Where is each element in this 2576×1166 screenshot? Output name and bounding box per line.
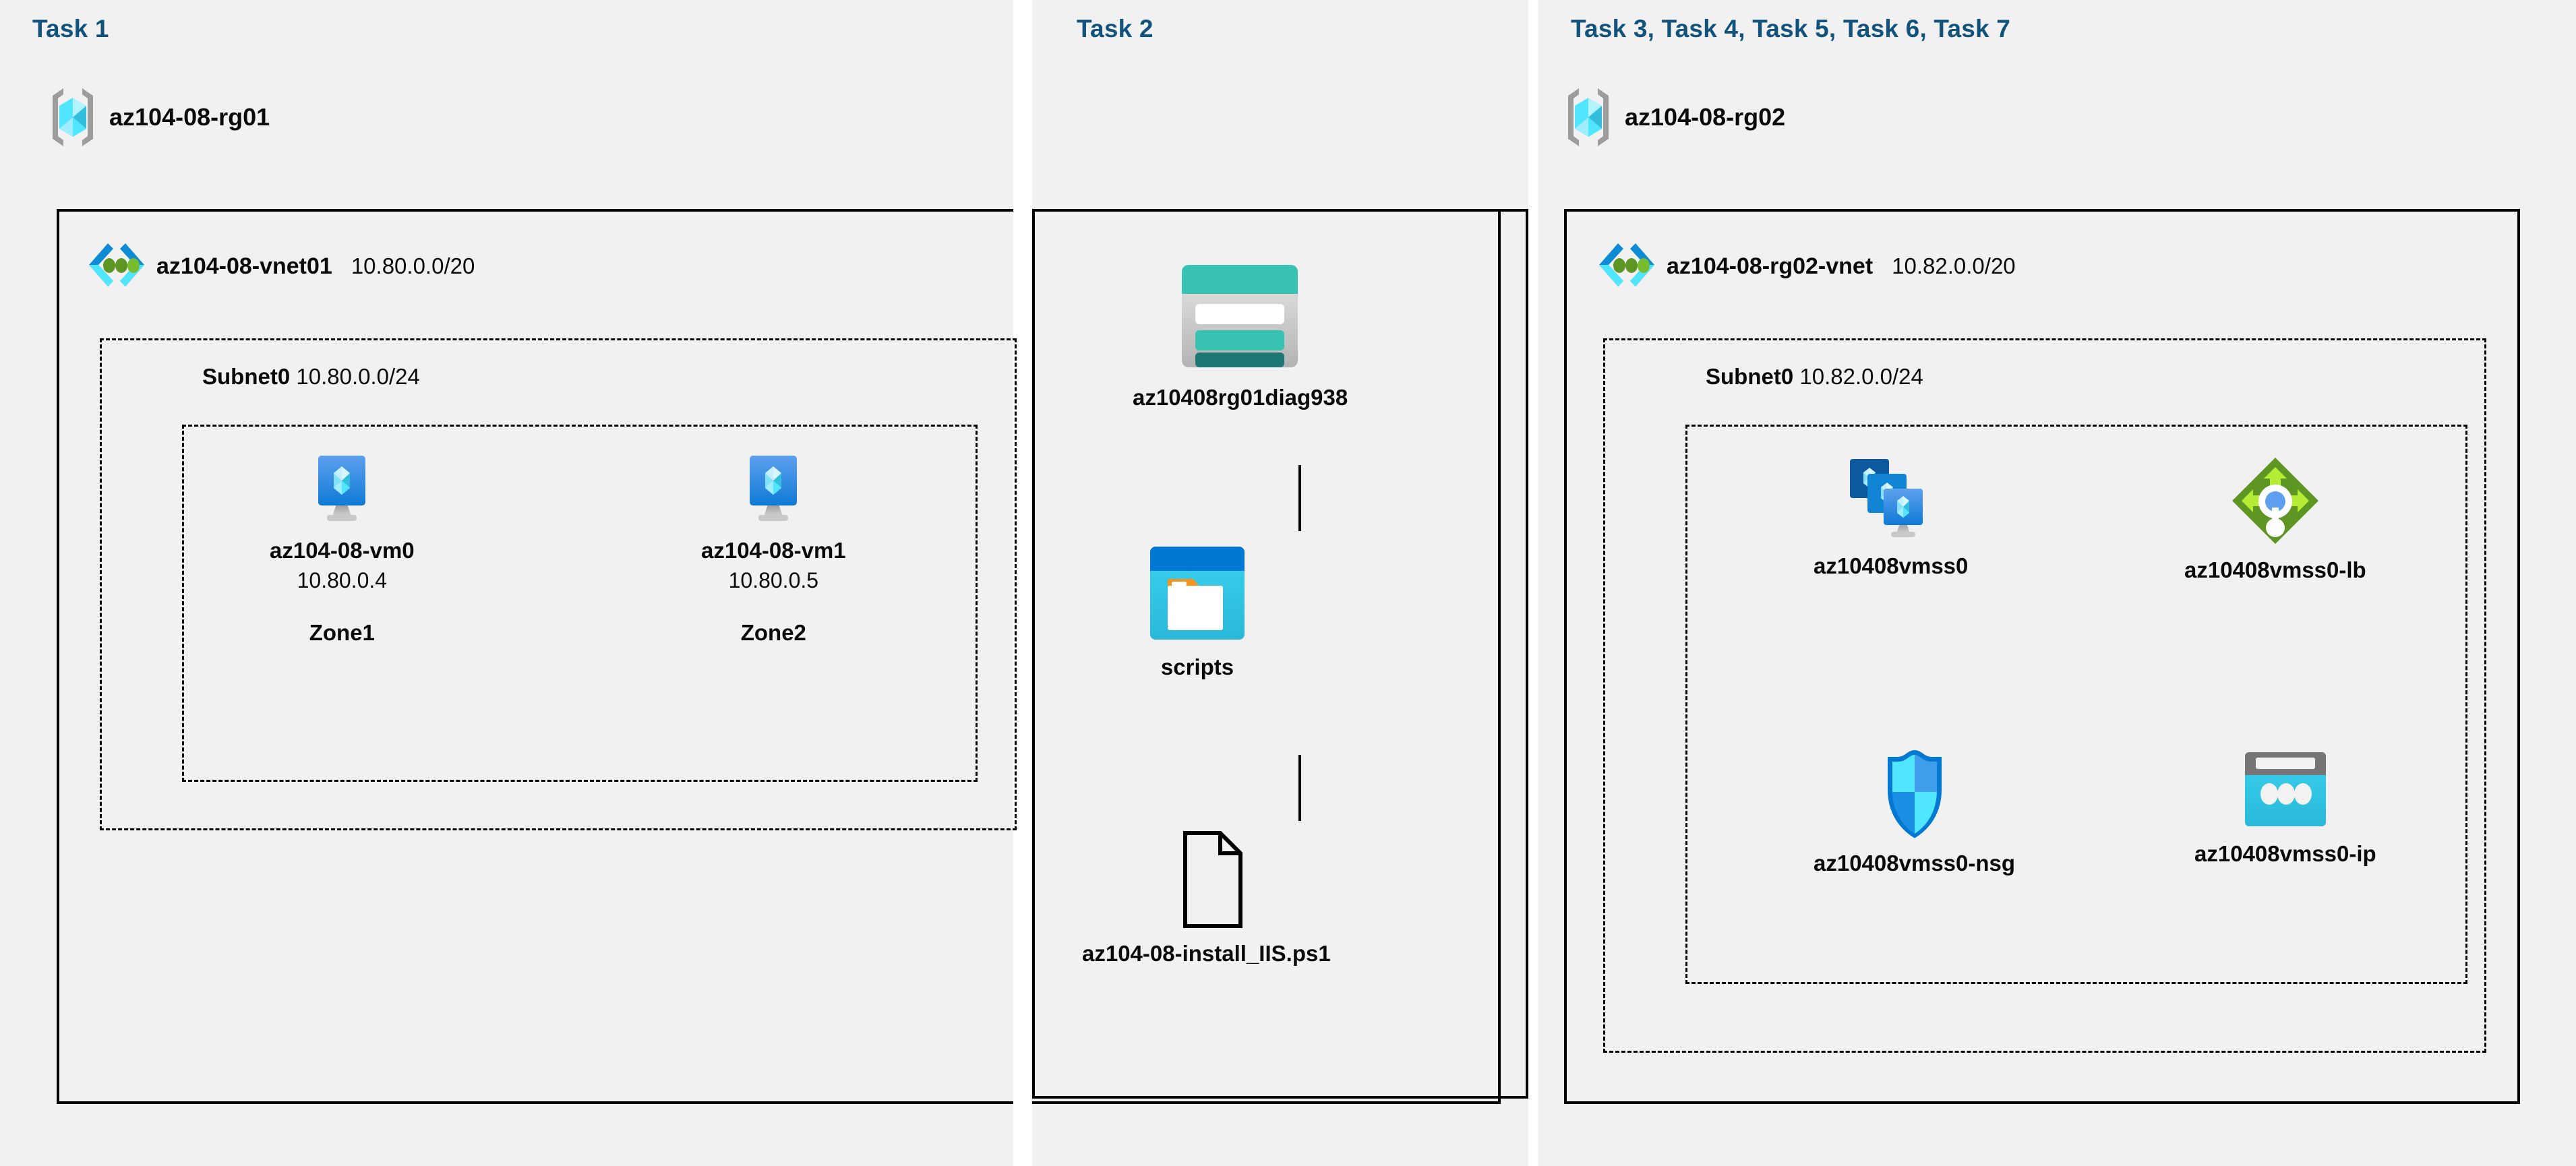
subnet0-boundary-rg01 xyxy=(100,338,1017,830)
network-security-group-name: az10408vmss0-nsg xyxy=(1814,851,2016,876)
subnet-name: Subnet0 xyxy=(1706,364,1794,389)
vm-name: az104-08-vm1 xyxy=(701,538,846,563)
task2-boundary-left-edge xyxy=(1032,209,1035,1099)
public-ip-address-icon xyxy=(2241,748,2330,830)
load-balancer-icon xyxy=(2229,455,2321,547)
task3-7-panel xyxy=(1538,0,2576,1166)
vm-zone: Zone2 xyxy=(740,619,806,645)
subnet-name: Subnet0 xyxy=(202,364,291,389)
subnet-cidr: 10.80.0.0/24 xyxy=(296,364,420,389)
vm-scale-set-name: az10408vmss0 xyxy=(1814,553,1969,578)
resource-group-icon xyxy=(1564,86,1613,148)
vm-scale-set-icon xyxy=(1840,455,1942,543)
resource-group-rg01: az104-08-rg01 xyxy=(49,86,270,148)
virtual-network-icon xyxy=(88,239,146,293)
subnet-inner-boundary-rg02 xyxy=(1685,425,2467,984)
vm-node-az104-08-vm1[interactable]: az104-08-vm1 10.80.0.5 Zone2 xyxy=(701,452,846,646)
rg02-vnet-header: az104-08-rg02-vnet 10.82.0.0/20 xyxy=(1598,239,2016,293)
task2-label: Task 2 xyxy=(1077,15,1154,42)
network-security-group-icon xyxy=(1878,748,1952,840)
public-ip-address-name: az10408vmss0-ip xyxy=(2194,841,2376,866)
resource-group-rg02: az104-08-rg02 xyxy=(1564,86,1785,148)
vm-node-az104-08-vm0[interactable]: az104-08-vm0 10.80.0.4 Zone1 xyxy=(270,452,415,646)
vm-scale-set-node[interactable]: az10408vmss0 xyxy=(1814,455,1968,580)
virtual-machine-icon xyxy=(309,452,374,527)
task2-panel xyxy=(1032,0,1538,1166)
task3-7-label: Task 3, Task 4, Task 5, Task 6, Task 7 xyxy=(1571,15,2011,42)
file-name: az104-08-install_IIS.ps1 xyxy=(1082,941,1331,966)
task1-label: Task 1 xyxy=(32,15,109,42)
virtual-machine-icon xyxy=(741,452,806,527)
rg02-vnet-boundary xyxy=(1564,209,2520,1104)
blob-container-icon xyxy=(1146,543,1249,644)
load-balancer-node[interactable]: az10408vmss0-lb xyxy=(2184,455,2366,584)
virtual-network-icon xyxy=(1598,239,1656,293)
load-balancer-name: az10408vmss0-lb xyxy=(2184,557,2366,582)
file-icon xyxy=(1162,829,1250,930)
vnet-cidr: 10.80.0.0/20 xyxy=(351,253,475,278)
storage-account-name: az10408rg01diag938 xyxy=(1133,385,1348,410)
resource-group-name: az104-08-rg02 xyxy=(1625,103,1786,131)
network-security-group-node[interactable]: az10408vmss0-nsg xyxy=(1814,748,2015,877)
vnet-name: az104-08-vnet01 xyxy=(156,253,332,279)
blob-container-name: scripts xyxy=(1160,654,1234,679)
file-node[interactable]: az104-08-install_IIS.ps1 xyxy=(1082,829,1331,967)
vnet01-header: az104-08-vnet01 10.80.0.0/20 xyxy=(88,239,475,293)
vm-name: az104-08-vm0 xyxy=(270,538,415,563)
column-gutter-2 xyxy=(1528,0,1538,1166)
task2-boundary xyxy=(1032,209,1528,1099)
resource-group-icon xyxy=(49,86,97,148)
connector-container-to-file xyxy=(1298,755,1301,821)
task1-panel xyxy=(0,0,1013,1166)
vm-zone: Zone1 xyxy=(309,619,375,645)
task2-boundary-right-edge xyxy=(1526,209,1528,1099)
vnet-name: az104-08-rg02-vnet xyxy=(1667,253,1874,279)
vm-ip: 10.80.0.4 xyxy=(297,567,388,592)
subnet0-label-rg02: Subnet0 10.82.0.0/24 xyxy=(1706,364,1923,390)
subnet0-boundary-rg02 xyxy=(1603,338,2486,1053)
subnet-cidr: 10.82.0.0/24 xyxy=(1799,364,1923,389)
vnet-cidr: 10.82.0.0/20 xyxy=(1892,253,2016,278)
storage-account-icon xyxy=(1176,259,1305,374)
blob-container-node[interactable]: scripts xyxy=(1146,543,1249,681)
connector-storage-to-container xyxy=(1298,465,1301,531)
vnet01-boundary xyxy=(57,209,1501,1104)
availability-zone-boundary-rg01 xyxy=(182,425,978,782)
resource-group-name: az104-08-rg01 xyxy=(109,103,270,131)
public-ip-address-node[interactable]: az10408vmss0-ip xyxy=(2194,748,2376,867)
storage-account-node[interactable]: az10408rg01diag938 xyxy=(1133,259,1348,411)
subnet0-label-rg01: Subnet0 10.80.0.0/24 xyxy=(202,364,420,390)
vm-ip: 10.80.0.5 xyxy=(728,567,819,592)
